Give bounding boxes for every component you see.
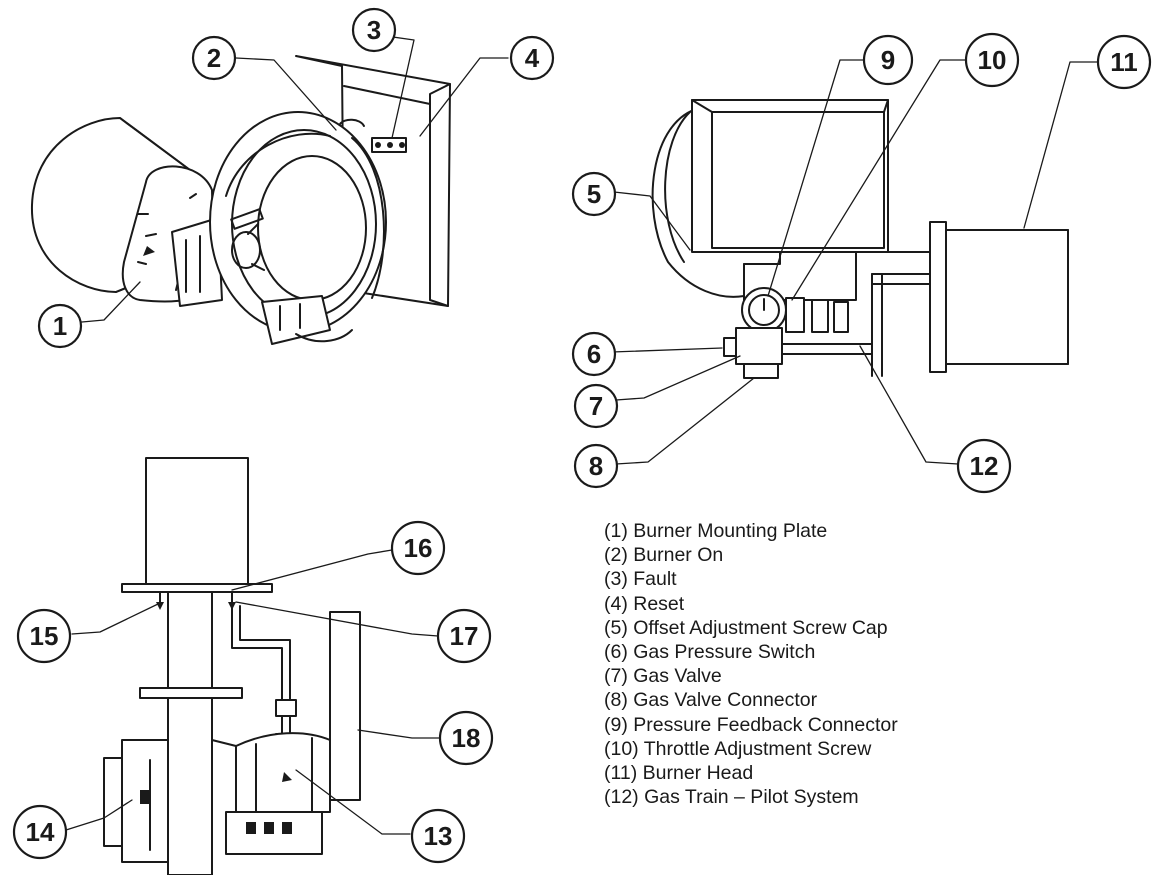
callout-16-circle: [390, 520, 446, 576]
callout-9: 9: [881, 45, 895, 75]
callout-5-circle: [571, 171, 617, 217]
callout-16: 16: [404, 533, 433, 563]
legend-item: (3) Fault: [604, 568, 677, 591]
callout-numbers: 1 2 3 4 5 6 7 8 9 10 11 12 13 14 15 16 1…: [26, 15, 1138, 851]
legend-item: (4) Reset: [604, 592, 685, 615]
callout-14: 14: [26, 817, 55, 847]
callout-4: 4: [525, 43, 540, 73]
callout-17-circle: [436, 608, 492, 664]
legend-item: (8) Gas Valve Connector: [604, 689, 818, 712]
legend-item: (1) Burner Mounting Plate: [604, 520, 828, 542]
callout-18-circle: [438, 710, 494, 766]
callout-10: 10: [978, 45, 1007, 75]
callout-11: 11: [1110, 47, 1138, 77]
callout-18: 18: [452, 723, 481, 753]
callout-15: 15: [30, 621, 59, 651]
parts-legend: (1) Burner Mounting Plate (2) Burner On …: [604, 519, 898, 875]
front-view: [103, 457, 361, 876]
callout-10-circle: [964, 32, 1020, 88]
legend-item: (10) Throttle Adjustment Screw: [604, 737, 872, 760]
callout-8-circle: [573, 443, 619, 489]
callout-14-circle: [12, 804, 68, 860]
callout-2-circle: [191, 35, 237, 81]
callout-12-circle: [956, 438, 1012, 494]
callout-circles: [12, 7, 1152, 864]
callout-13-circle: [410, 808, 466, 864]
callout-13: 13: [424, 821, 453, 851]
isometric-view: [30, 55, 451, 345]
callout-17: 17: [450, 621, 479, 651]
callout-6: 6: [587, 339, 601, 369]
callout-7: 7: [589, 391, 603, 421]
callout-15-circle: [16, 608, 72, 664]
legend-item: (12) Gas Train – Pilot System: [604, 786, 859, 809]
callout-2: 2: [207, 43, 221, 73]
callout-1-circle: [37, 303, 83, 349]
callout-6-circle: [571, 331, 617, 377]
legend-item: (9) Pressure Feedback Connector: [604, 713, 898, 736]
callout-3-circle: [351, 7, 397, 53]
legend-item: (11) Burner Head: [604, 762, 754, 785]
callout-7-circle: [573, 383, 619, 429]
callout-9-circle: [862, 34, 914, 86]
leader-lines: [65, 33, 1099, 835]
callout-11-circle: [1096, 34, 1152, 90]
callout-12: 12: [970, 451, 999, 481]
callout-8: 8: [589, 451, 603, 481]
legend-item: (2) Burner On: [604, 544, 724, 567]
callout-5: 5: [587, 179, 601, 209]
callout-4-circle: [509, 35, 555, 81]
legend-item: (7) Gas Valve: [604, 665, 722, 688]
callout-1: 1: [53, 311, 67, 341]
legend-item: (5) Offset Adjustment Screw Cap: [604, 616, 888, 639]
side-view: [651, 99, 1069, 379]
callout-3: 3: [367, 15, 381, 45]
legend-item: (6) Gas Pressure Switch: [604, 641, 816, 664]
